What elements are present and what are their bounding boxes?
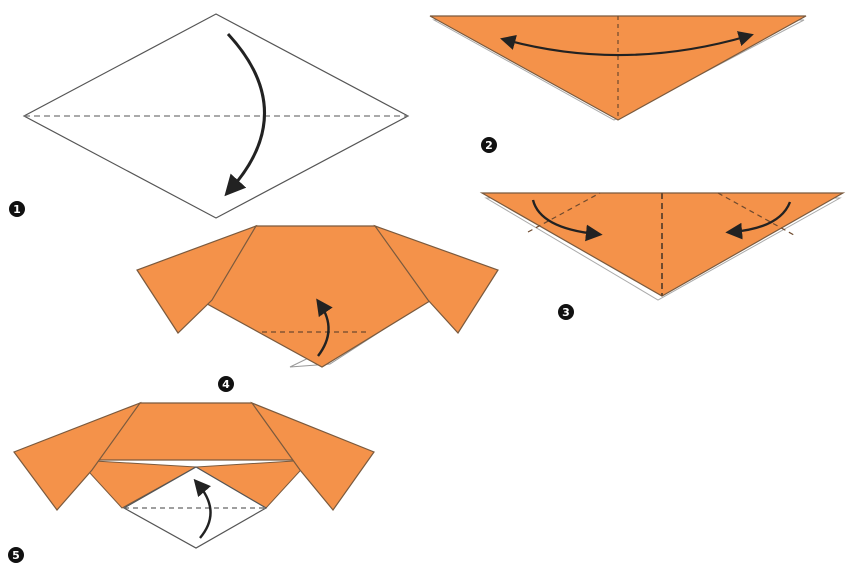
step-number: 1	[13, 203, 21, 216]
step-4: 4	[137, 226, 498, 392]
step-3: 3	[482, 193, 843, 320]
step-number: 5	[12, 549, 20, 562]
step-number: 2	[485, 139, 493, 152]
step-number: 4	[222, 378, 230, 391]
step-2: 2	[430, 16, 806, 153]
step-1: 1	[9, 14, 408, 218]
step-5: 5	[8, 403, 374, 563]
step-number: 3	[562, 306, 570, 319]
